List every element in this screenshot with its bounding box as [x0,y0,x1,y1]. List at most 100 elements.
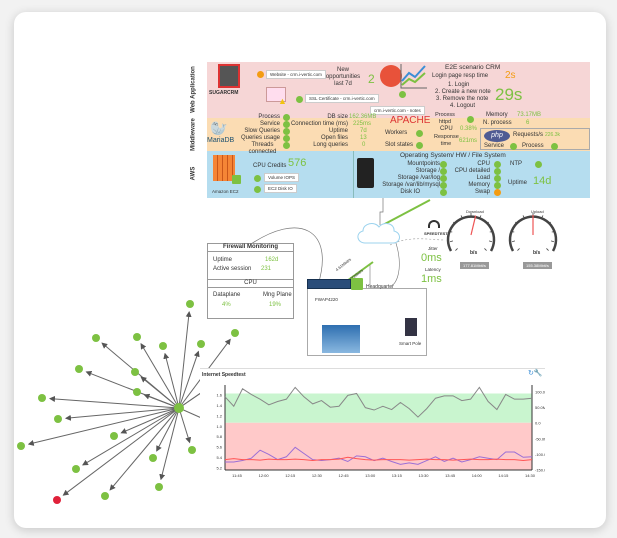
ok-icon [351,278,363,290]
y-left-tick-label: 1.4 [216,403,222,408]
graph-edge [163,352,180,409]
graph-node[interactable] [133,333,141,341]
metric-label: Open files [320,135,348,141]
cpu-credits-label: CPU Credits [253,163,287,169]
process-httpd-label: Process httpd [435,112,455,125]
latency-value: 1ms [421,273,442,285]
mng-plane-label: Mng Plane [263,292,292,298]
graph-node[interactable] [186,300,194,308]
x-tick-label: 12:45 [339,473,350,478]
ssl-certificate-check[interactable]: SSL Certificate - crm.i-vertic.com [305,94,379,103]
ec2-disk-check[interactable]: EC2 Disk IO [264,184,297,193]
graph-edge [64,407,180,421]
graph-node[interactable] [188,446,196,454]
os-check-label: Memory [468,182,490,188]
speedtest-chart: 1.61.41.21.05.85.65.45.2100.0M50.0M0.0-5… [216,385,545,478]
graph-node[interactable] [38,394,46,402]
gauge-tick [484,248,487,251]
upload-readout: 155.38Mbit/s [523,262,552,269]
mariadb-logo: MariaDB [207,137,235,144]
metric-label: DB size [327,114,348,120]
graph-node[interactable] [101,492,109,500]
graph-node[interactable] [53,496,61,504]
ntp-label: NTP [510,161,522,167]
dataplane-value: 4% [222,302,231,308]
os-check-label: Mountpoints [407,161,440,167]
graph-edge [62,407,180,496]
process-label: Process [522,143,544,149]
graph-edge [178,310,192,409]
graph-node[interactable] [54,415,62,423]
firewall-title: Firewall Monitoring [208,244,293,252]
upload-title: Upload [531,209,544,214]
metric-value: 162.36MB [349,114,377,120]
y-left-tick-label: 5.6 [216,445,222,450]
trend-chart-icon [400,64,427,89]
building-icon [322,325,360,353]
y-left-tick-label: 1.6 [216,393,222,398]
volume-iops-check[interactable]: Volume IOPS [264,173,300,182]
service-label: Service [484,143,505,149]
graph-node[interactable] [159,342,167,350]
website-check[interactable]: Website - crm.i-vertic.com [266,70,326,79]
y-right-tick-label: -100.0M [535,452,545,457]
website-warning-icon [257,71,264,78]
metric-value: 7d [360,128,367,134]
x-tick-label: 13:00 [365,473,376,478]
slot-states-label: Slot states [385,142,414,148]
requests-label: Requests/s [513,132,544,138]
graph-node[interactable] [131,368,139,376]
jitter-value: 0ms [421,252,442,264]
graph-edge [120,407,180,434]
graph-node[interactable] [75,365,83,373]
graph-edge [159,407,180,481]
metric-value: 225ms [353,121,372,127]
graph-node[interactable] [110,432,118,440]
smart-pole-label: Smart Pole [399,341,422,346]
graph-edge [178,407,192,444]
graph-node[interactable] [133,388,141,396]
refresh-settings-icon[interactable]: ↻🔧 [528,370,543,377]
gauge-tick [546,248,549,251]
warning-triangle-icon: ▲ [278,96,287,106]
graph-edge [140,343,180,409]
cpu-credits-value: 576 [288,157,307,169]
gauge-tick [455,248,458,251]
step: 4. Logout [450,103,476,109]
cpu-title: CPU [208,279,293,288]
x-tick-label: 14:30 [525,473,536,478]
gauge-tick [488,240,493,243]
graph-edge [178,350,200,409]
gauge-tick [550,240,555,243]
cloud-icon [357,223,400,244]
graph-hub-node[interactable] [174,403,184,413]
graph-node[interactable] [155,483,163,491]
middleware-row [207,118,590,151]
opportunities-label: New opportunities last 7d [325,67,361,87]
graph-node[interactable] [197,340,205,348]
memory-label: Memory [486,112,508,118]
step: 1. Login [448,82,470,88]
graph-node[interactable] [231,329,239,337]
gauge-tick [548,221,552,225]
graph-node[interactable] [72,465,80,473]
requests-value: 226.3k [545,132,561,138]
graph-edge [82,407,180,466]
login-label: Login page resp time [432,73,489,79]
gauge-tick [452,221,456,225]
y-left-tick-label: 5.2 [216,466,222,471]
graph-node[interactable] [92,334,100,342]
graph-node[interactable] [17,442,25,450]
check-label: Process [258,114,280,120]
notes-check[interactable]: crm.i-vertic.com - notes [370,106,425,115]
sugarcrm-logo: SUGARCRM [209,90,239,96]
cpu-value: 0.38% [460,126,478,132]
y-right-tick-label: 0.0 [535,421,541,426]
sugarcrm-logo-icon [218,64,240,88]
graph-edge [109,407,180,491]
speedtest-logo: SPEEDTEST [424,231,448,236]
upload-gauge [505,205,561,266]
graph-node[interactable] [149,454,157,462]
gauge-tick [511,240,516,243]
